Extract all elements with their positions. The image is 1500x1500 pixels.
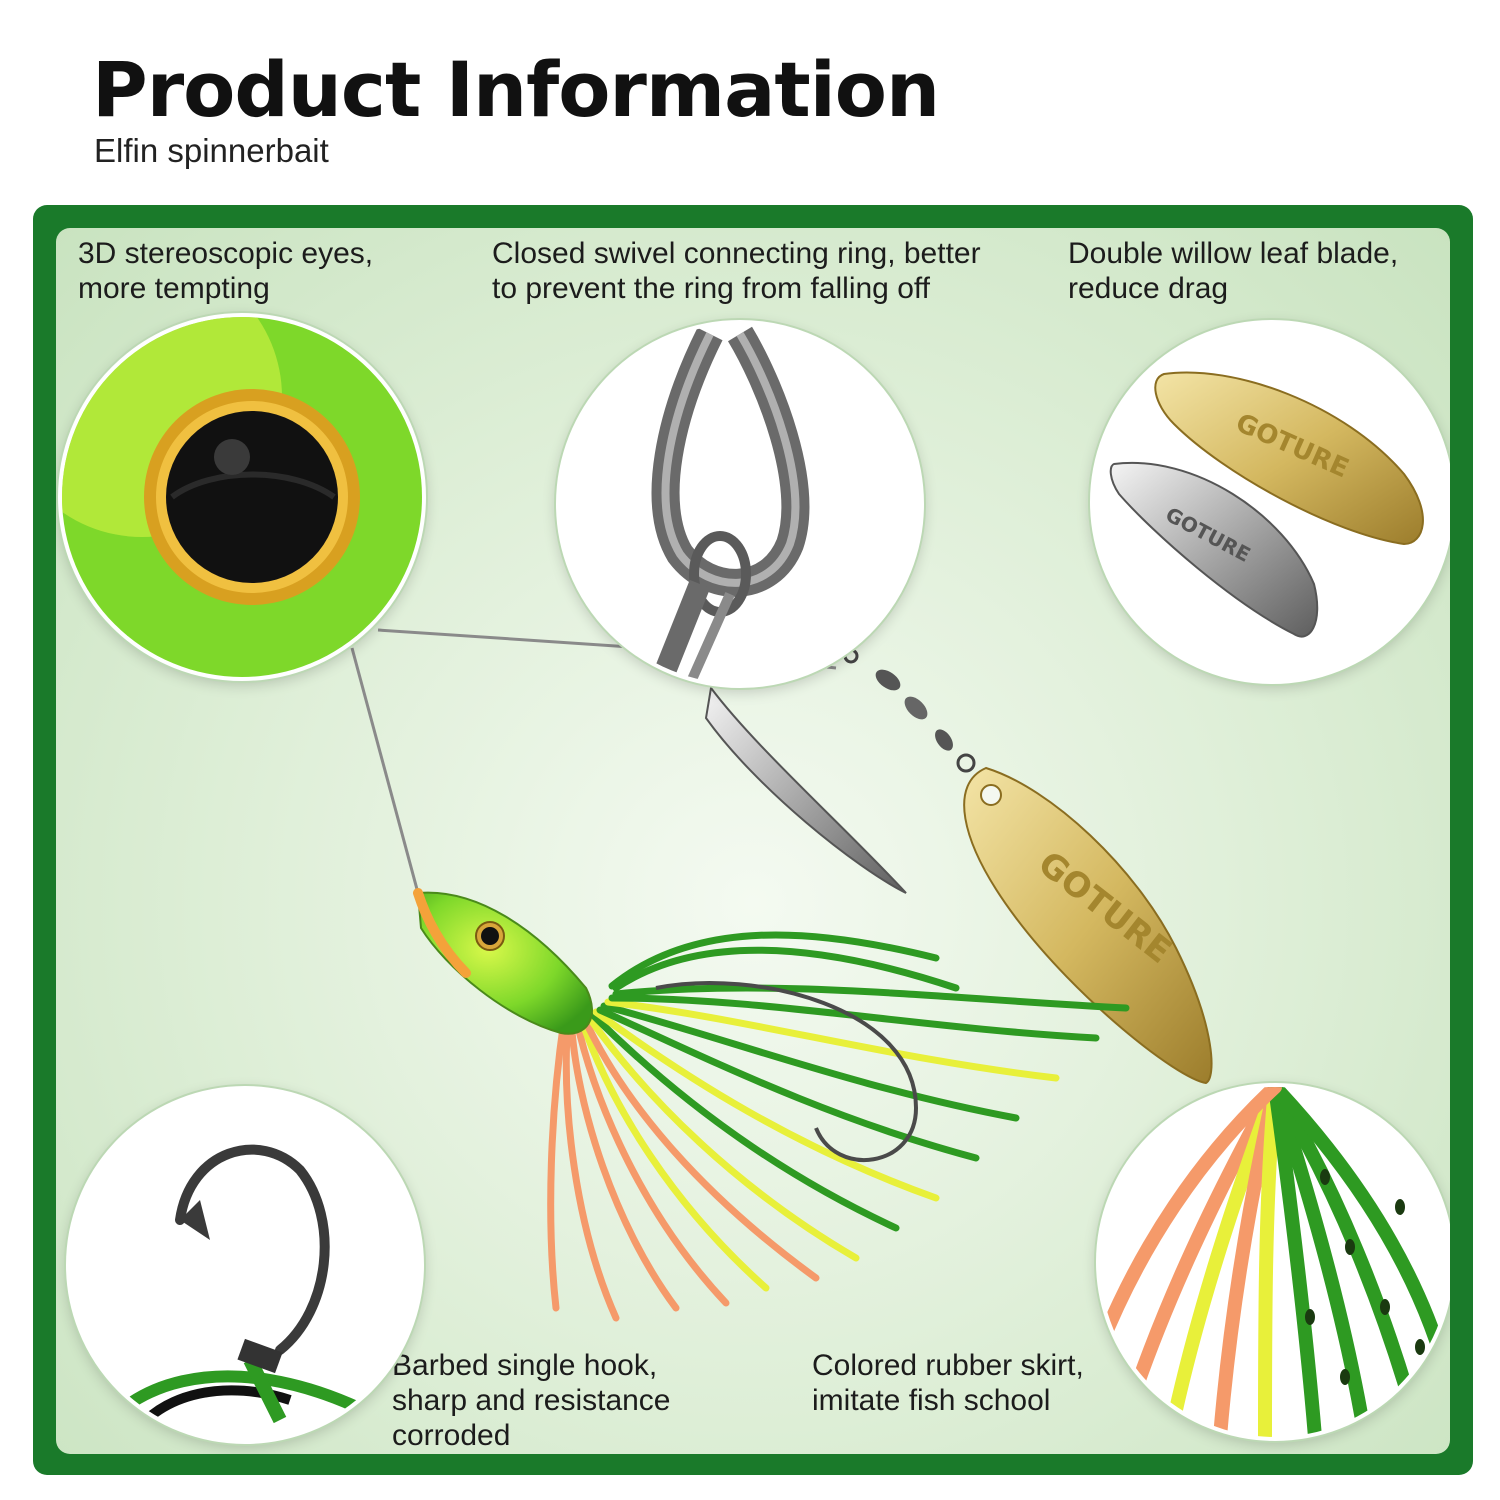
- blade-closeup: GOTURE GOTURE: [1094, 324, 1450, 680]
- zoom-hook: [66, 1086, 424, 1444]
- lure-head: [416, 891, 593, 1035]
- swivel-closeup: [560, 324, 920, 684]
- page-title: Product Information: [92, 45, 940, 134]
- caption-blade: Double willow leaf blade, reduce drag: [1068, 237, 1399, 305]
- silver-blade: [704, 685, 907, 894]
- caption-skirt: Colored rubber skirt, imitate fish schoo…: [812, 1349, 1084, 1417]
- zoom-skirt: [1096, 1083, 1450, 1441]
- caption-eyes: 3D stereoscopic eyes, more tempting: [78, 237, 374, 305]
- gold-blade: [963, 766, 1213, 1085]
- eye-closeup: [62, 317, 422, 677]
- skirt-hook: [655, 981, 919, 1163]
- rubber-skirt: [547, 931, 1130, 1322]
- lower-wire: [350, 647, 420, 894]
- zoom-eyes: [58, 313, 426, 681]
- feature-panel: GOTURE 3D stereoscopic eyes,: [56, 228, 1450, 1454]
- swivel-chain: [843, 648, 976, 773]
- zoom-blade: GOTURE GOTURE: [1090, 320, 1450, 684]
- page-subtitle: Elfin spinnerbait: [94, 132, 329, 169]
- caption-swivel: Closed swivel connecting ring, better to…: [492, 237, 981, 305]
- caption-hook: Barbed single hook, sharp and resistance…: [392, 1349, 671, 1452]
- zoom-swivel: [556, 320, 924, 688]
- hook-closeup: [70, 1090, 420, 1440]
- spinnerbait-illustration: GOTURE: [350, 628, 1213, 1322]
- skirt-closeup: [1100, 1087, 1450, 1437]
